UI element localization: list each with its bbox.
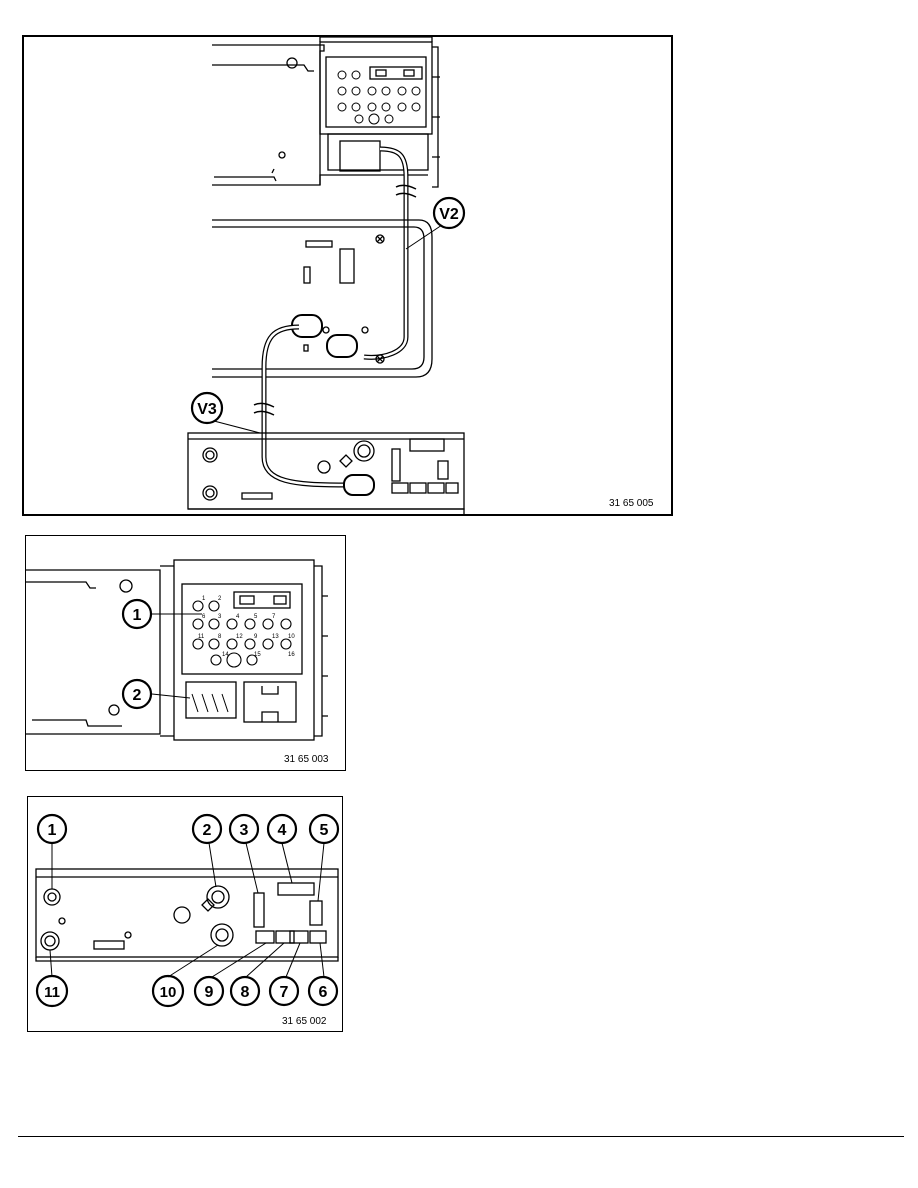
rear-panel-drawing: 1 2 3 4 5 6 7 8 <box>35 813 340 1008</box>
callout-4: 4 <box>266 813 298 845</box>
callout-7-label: 7 <box>280 984 289 1001</box>
pin-label: 4 <box>236 614 240 620</box>
figure-connector-detail: 1 2 3 4 5 6 7 8 9 10 11 12 13 14 15 16 <box>25 535 346 771</box>
pin-label: 10 <box>288 634 295 640</box>
callout-4-label: 4 <box>278 822 287 839</box>
callout-9-label: 9 <box>205 984 214 1001</box>
callout-3-label: 3 <box>240 822 249 839</box>
callout-1-label: 1 <box>133 607 142 624</box>
callout-11: 11 <box>35 974 69 1008</box>
pin-label: 16 <box>288 652 295 658</box>
callout-v2-label: V2 <box>439 206 459 223</box>
callout-v2: V2 <box>432 196 466 230</box>
pin-label: 1 <box>202 596 206 602</box>
figure-code: 31 65 003 <box>284 754 329 765</box>
pin-label: 5 <box>254 614 258 620</box>
pin-label: 3 <box>218 614 222 620</box>
callout-2-label: 2 <box>203 822 212 839</box>
callout-1: 1 <box>121 598 153 630</box>
callout-10-label: 10 <box>160 984 177 1001</box>
figure-cable-routing: V2 V3 31 65 005 <box>22 35 673 516</box>
pin-label: 11 <box>198 634 205 640</box>
callout-2-label: 2 <box>133 687 142 704</box>
callout-11-label: 11 <box>44 984 60 1001</box>
pin-label: 13 <box>272 634 279 640</box>
pin-label: 12 <box>236 634 243 640</box>
callout-5-label: 5 <box>320 822 329 839</box>
callout-2: 2 <box>191 813 223 845</box>
callout-5: 5 <box>308 813 340 845</box>
connector-detail-drawing: 1 2 3 4 5 6 7 8 9 10 11 12 13 14 15 16 <box>26 559 328 741</box>
pin-label: 2 <box>218 596 222 602</box>
callout-2: 2 <box>121 678 153 710</box>
figure-rear-panel: 1 2 3 4 5 6 7 8 <box>27 796 343 1032</box>
pin-label: 6 <box>202 614 206 620</box>
pin-label: 8 <box>218 634 222 640</box>
callout-6: 6 <box>307 975 339 1007</box>
cable-routing-drawing: V2 V3 <box>187 37 466 514</box>
callout-8: 8 <box>229 975 261 1007</box>
callout-v3-label: V3 <box>197 401 217 418</box>
pin-label: 14 <box>222 652 229 658</box>
callout-1: 1 <box>36 813 68 845</box>
callout-10: 10 <box>151 974 185 1008</box>
figure-code: 31 65 005 <box>609 498 654 509</box>
pin-label: 9 <box>254 634 258 640</box>
footer-divider <box>18 1136 904 1137</box>
callout-1-label: 1 <box>48 822 57 839</box>
callout-6-label: 6 <box>319 984 328 1001</box>
callout-9: 9 <box>193 975 225 1007</box>
callout-8-label: 8 <box>241 984 250 1001</box>
pin-label: 15 <box>254 652 261 658</box>
callout-3: 3 <box>228 813 260 845</box>
callout-7: 7 <box>268 975 300 1007</box>
figure-code: 31 65 002 <box>282 1016 327 1027</box>
pin-label: 7 <box>272 614 276 620</box>
callout-v3: V3 <box>190 391 224 425</box>
